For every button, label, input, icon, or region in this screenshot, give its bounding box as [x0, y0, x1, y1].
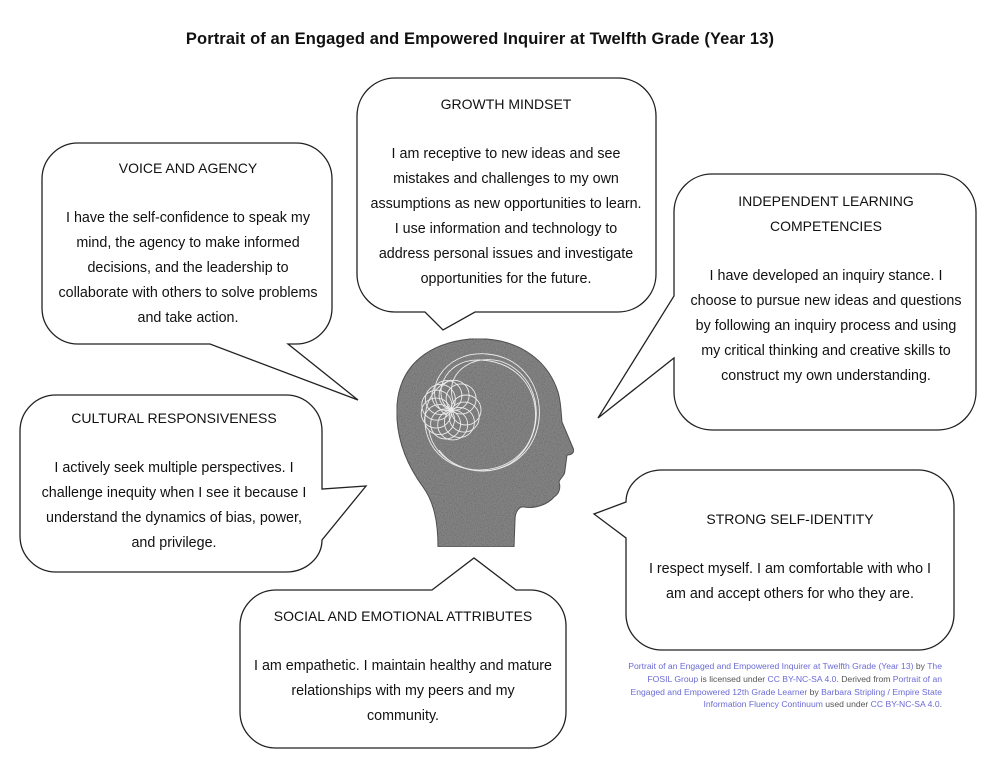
credit-used-text: used under [822, 699, 871, 710]
voice-agency-body: I have the self-confidence to speak my m… [58, 210, 318, 326]
voice-agency-heading: VOICE AND AGENCY [118, 160, 258, 176]
credit-by2-text: by [807, 686, 822, 697]
cultural-responsiveness-bubble [19, 394, 368, 573]
voice-agency-bubble [41, 142, 359, 401]
cultural-responsiveness-text: CULTURAL RESPONSIVENESS I actively seek … [36, 406, 312, 556]
social-emotional-bubble [239, 557, 567, 749]
growth-mindset-bubble [356, 77, 657, 331]
page-title: Portrait of an Engaged and Empowered Inq… [185, 30, 775, 48]
credit-source-link[interactable]: Portrait of an Engaged and Empowered 12t… [630, 673, 943, 697]
head-silhouette [396, 338, 575, 548]
credit-end-text: . [939, 699, 942, 710]
independent-learning-text: INDEPENDENT LEARNING COMPETENCIES I have… [690, 189, 962, 389]
license-credit: Portrait of an Engaged and Empowered Inq… [612, 660, 942, 711]
social-emotional-text: SOCIAL AND EMOTIONAL ATTRIBUTES I am emp… [254, 604, 552, 729]
growth-mindset-text: GROWTH MINDSET I am receptive to new ide… [368, 92, 644, 292]
self-identity-body: I respect myself. I am comfortable with … [648, 561, 932, 602]
voice-agency-text: VOICE AND AGENCY I have the self-confide… [56, 156, 320, 331]
independent-learning-body: I have developed an inquiry stance. I ch… [690, 268, 962, 384]
social-emotional-heading: SOCIAL AND EMOTIONAL ATTRIBUTES [273, 608, 533, 624]
credit-by-text: by [913, 661, 928, 671]
growth-mindset-heading: GROWTH MINDSET [440, 96, 572, 112]
self-identity-text: STRONG SELF-IDENTITY I respect myself. I… [638, 507, 942, 607]
cultural-responsiveness-body: I actively seek multiple perspectives. I… [41, 460, 307, 551]
growth-mindset-body: I am receptive to new ideas and see mist… [370, 146, 642, 287]
credit-derived-text: . Derived from [836, 673, 893, 684]
head-icon [396, 338, 575, 548]
credit-source-author-link[interactable]: Barbara Stripling / Empire State Informa… [703, 686, 942, 710]
cultural-responsiveness-heading: CULTURAL RESPONSIVENESS [71, 410, 277, 426]
spiral-icon [420, 353, 540, 472]
credit-author-link[interactable]: The FOSIL Group [647, 661, 942, 684]
independent-learning-bubble [597, 173, 977, 431]
self-identity-bubble [592, 469, 955, 651]
self-identity-heading: STRONG SELF-IDENTITY [706, 511, 874, 527]
credit-license-link[interactable]: CC BY-NC-SA 4.0 [767, 673, 837, 684]
credit-work-link[interactable]: Portrait of an Engaged and Empowered Inq… [628, 661, 914, 671]
credit-licensed-text: is licensed under [698, 673, 768, 684]
social-emotional-body: I am empathetic. I maintain healthy and … [254, 658, 553, 724]
independent-learning-heading: INDEPENDENT LEARNING COMPETENCIES [738, 193, 914, 234]
credit-license2-link[interactable]: CC BY-NC-SA 4.0 [870, 699, 940, 710]
